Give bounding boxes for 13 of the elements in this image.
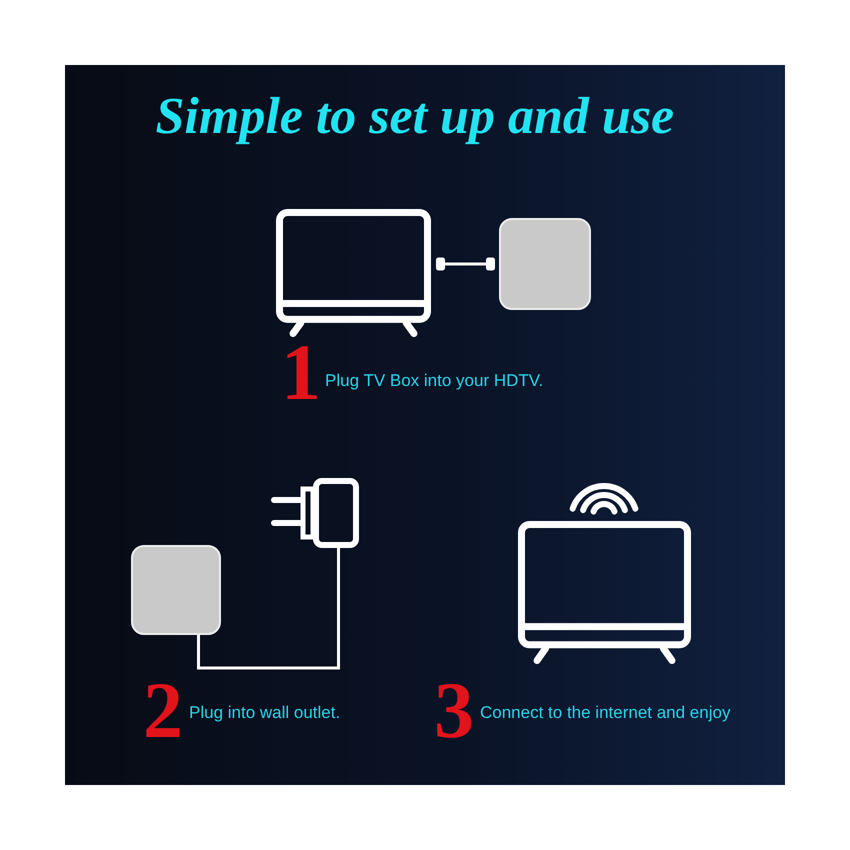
step-number: 1 [281, 333, 321, 413]
step-number: 2 [143, 671, 183, 751]
power-plug-illustration [271, 478, 361, 548]
tv-box [499, 218, 591, 310]
title: Simple to set up and use [156, 91, 674, 143]
step-instruction: Connect to the internet and enjoy [480, 704, 730, 721]
step-number: 3 [434, 671, 474, 751]
tv-illustration [276, 209, 431, 337]
power-cable [197, 548, 340, 670]
step-instruction: Plug TV Box into your HDTV. [325, 372, 544, 389]
step-instruction: Plug into wall outlet. [189, 704, 340, 721]
cable [436, 258, 495, 270]
tv-box [131, 545, 221, 635]
